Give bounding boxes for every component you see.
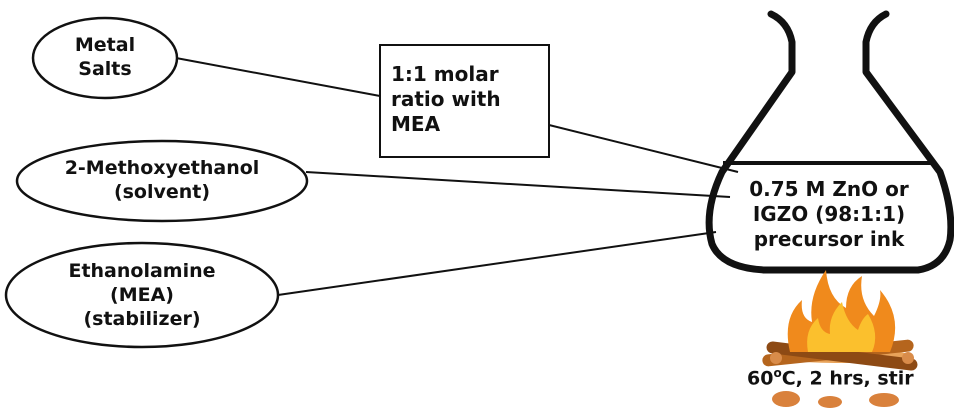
connector-metal-salts-to-ratio xyxy=(175,57,381,97)
metal-salts-label: Metal Salts xyxy=(55,34,155,82)
metal-salts-node xyxy=(31,16,179,100)
ratio-label: 1:1 molar ratio with MEA xyxy=(391,62,546,137)
ratio-line1: 1:1 molar xyxy=(391,62,499,86)
ratio-line2: ratio with xyxy=(391,87,501,111)
metal-salts-line1: Metal xyxy=(74,34,136,56)
solvent-node xyxy=(15,139,309,223)
condition-rest: C, 2 hrs, stir xyxy=(781,367,914,390)
stabilizer-line1: Ethanolamine xyxy=(68,260,216,282)
flask-line2: IGZO (98:1:1) xyxy=(752,202,906,226)
condition-degree: o xyxy=(773,366,782,380)
ratio-box xyxy=(379,44,550,158)
connector-stabilizer-to-flask xyxy=(277,231,717,296)
flask-line3: precursor ink xyxy=(753,227,905,251)
ratio-line3: MEA xyxy=(391,112,441,136)
solvent-label: 2-Methoxyethanol (solvent) xyxy=(30,157,294,205)
campfire-icon xyxy=(762,270,918,408)
flask-contents-label: 0.75 M ZnO or IGZO (98:1:1) precursor in… xyxy=(716,177,942,252)
stabilizer-line3: (stabilizer) xyxy=(83,307,201,330)
solvent-line1: 2-Methoxyethanol xyxy=(64,157,260,179)
connector-solvent-to-flask xyxy=(305,171,731,198)
stabilizer-label: Ethanolamine (MEA) (stabilizer) xyxy=(30,260,254,331)
metal-salts-line2: Salts xyxy=(78,57,132,80)
stabilizer-line2: (MEA) xyxy=(110,283,174,306)
connector-ratio-to-flask xyxy=(548,124,739,173)
condition-label: 60oC, 2 hrs, stir xyxy=(747,366,953,391)
condition-temp: 60 xyxy=(747,367,774,390)
flask-line1: 0.75 M ZnO or xyxy=(749,177,909,201)
solvent-line2: (solvent) xyxy=(113,180,211,203)
flask-icon xyxy=(705,10,954,274)
stabilizer-node xyxy=(4,241,280,349)
